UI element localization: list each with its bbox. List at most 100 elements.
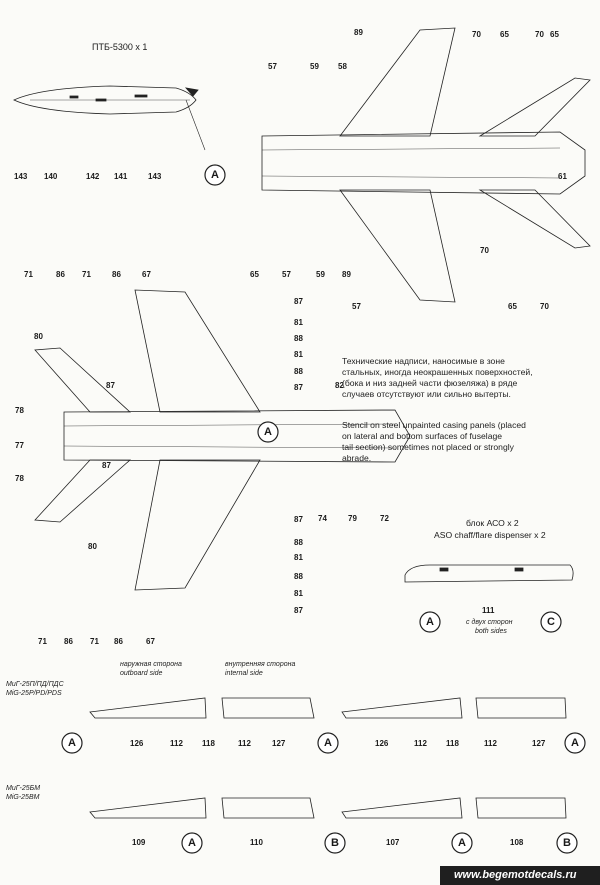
variant-1-ru: МиГ-25П/ПД/ПДС xyxy=(6,681,64,688)
note-english: Stencil on steel unpainted casing panels… xyxy=(342,420,526,463)
callout-label: 59 xyxy=(316,270,325,279)
callout-label: 79 xyxy=(348,514,357,523)
reference-marker-letter: C xyxy=(547,616,555,628)
pylon-drawings xyxy=(89,697,567,819)
callout-label: 61 xyxy=(558,172,567,181)
callout-label: 87 xyxy=(294,606,303,615)
footer-bar xyxy=(440,866,600,885)
callout-label: 126 xyxy=(375,739,389,748)
variant-2-ru: МиГ-25БМ xyxy=(6,785,41,792)
callout-label: 89 xyxy=(342,270,351,279)
callout-label: 87 xyxy=(294,297,303,306)
callout-label: 109 xyxy=(132,838,146,847)
callout-label: 87 xyxy=(102,461,111,470)
callout-label: 65 xyxy=(550,30,559,39)
callout-label: 71 xyxy=(90,637,99,646)
callout-label: 87 xyxy=(106,381,115,390)
drop-tank-drawing xyxy=(13,85,206,151)
callout-label: 107 xyxy=(386,838,400,847)
reference-marker-letter: A xyxy=(68,737,76,749)
callout-label: 71 xyxy=(38,637,47,646)
aso-title-ru: блок АСО x 2 xyxy=(466,518,519,528)
reference-markers xyxy=(61,164,586,854)
callout-label: 71 xyxy=(82,270,91,279)
outboard-side-ru: наружная сторона xyxy=(120,661,182,668)
callout-label: 86 xyxy=(64,637,73,646)
callout-label: 81 xyxy=(294,318,303,327)
callout-label: 59 xyxy=(310,62,319,71)
callout-label: 143 xyxy=(148,172,162,181)
reference-marker-letter: A xyxy=(211,169,219,181)
aso-dispenser-drawing xyxy=(404,564,574,583)
callout-label: 88 xyxy=(294,367,303,376)
callout-label: 78 xyxy=(15,406,24,415)
callout-label: 140 xyxy=(44,172,58,181)
reference-marker-letter: A xyxy=(571,737,579,749)
reference-marker-letter: A xyxy=(264,426,272,438)
callout-label: 70 xyxy=(535,30,544,39)
aso-sides-en: both sides xyxy=(475,628,507,635)
callout-label: 78 xyxy=(15,474,24,483)
callout-label: 70 xyxy=(480,246,489,255)
internal-side-ru: внутренняя сторона xyxy=(225,661,296,668)
callout-label: 127 xyxy=(272,739,286,748)
reference-marker-letter: A xyxy=(188,837,196,849)
callout-label: 87 xyxy=(294,515,303,524)
callout-label: 126 xyxy=(130,739,144,748)
callout-label: 65 xyxy=(250,270,259,279)
aso-title-en: ASO chaff/flare dispenser x 2 xyxy=(434,530,546,540)
aso-number: 111 xyxy=(482,606,495,615)
callout-label: 72 xyxy=(380,514,389,523)
callout-label: 86 xyxy=(56,270,65,279)
aso-sides-ru: с двух сторон xyxy=(466,619,513,626)
top-view-drawing xyxy=(261,27,591,303)
callout-label: 65 xyxy=(508,302,517,311)
callout-label: 112 xyxy=(170,739,183,748)
callout-label: 88 xyxy=(294,334,303,343)
callout-label: 89 xyxy=(354,28,363,37)
reference-marker-letter: A xyxy=(324,737,332,749)
callout-label: 110 xyxy=(250,838,263,847)
callout-label: 143 xyxy=(14,172,28,181)
reference-marker-letter: B xyxy=(331,837,339,849)
callout-label: 58 xyxy=(338,62,347,71)
reference-marker-letter: A xyxy=(426,616,434,628)
callout-label: 67 xyxy=(146,637,155,646)
variant-1-en: MiG-25P/PD/PDS xyxy=(6,690,62,697)
callout-label: 88 xyxy=(294,538,303,547)
tank-title: ПТБ-5300 x 1 xyxy=(92,42,148,52)
callout-label: 88 xyxy=(294,572,303,581)
callout-label: 86 xyxy=(114,637,123,646)
callout-label: 86 xyxy=(112,270,121,279)
internal-side-en: internal side xyxy=(225,670,263,677)
callout-label: 74 xyxy=(318,514,327,523)
website: www.begemotdecals.ru xyxy=(454,869,577,881)
callout-label: 67 xyxy=(142,270,151,279)
callout-label: 112 xyxy=(238,739,251,748)
callout-label: 81 xyxy=(294,553,303,562)
callout-label: 142 xyxy=(86,172,100,181)
outboard-side-en: outboard side xyxy=(120,670,163,677)
callout-label: 71 xyxy=(24,270,33,279)
callout-label: 118 xyxy=(446,739,459,748)
callout-label: 77 xyxy=(15,441,24,450)
reference-marker-letter: B xyxy=(563,837,571,849)
reference-marker-letter: A xyxy=(458,837,466,849)
callout-label: 57 xyxy=(352,302,361,311)
callout-label: 81 xyxy=(294,350,303,359)
callout-label: 57 xyxy=(282,270,291,279)
callout-label: 65 xyxy=(500,30,509,39)
callout-label: 80 xyxy=(88,542,97,551)
callout-label: 112 xyxy=(484,739,497,748)
callout-label: 118 xyxy=(202,739,215,748)
callout-label: 141 xyxy=(114,172,128,181)
callout-label: 112 xyxy=(414,739,427,748)
callout-label: 70 xyxy=(540,302,549,311)
side-view-drawing xyxy=(34,289,411,591)
callout-label: 127 xyxy=(532,739,546,748)
callout-label: 57 xyxy=(268,62,277,71)
callout-label: 108 xyxy=(510,838,524,847)
